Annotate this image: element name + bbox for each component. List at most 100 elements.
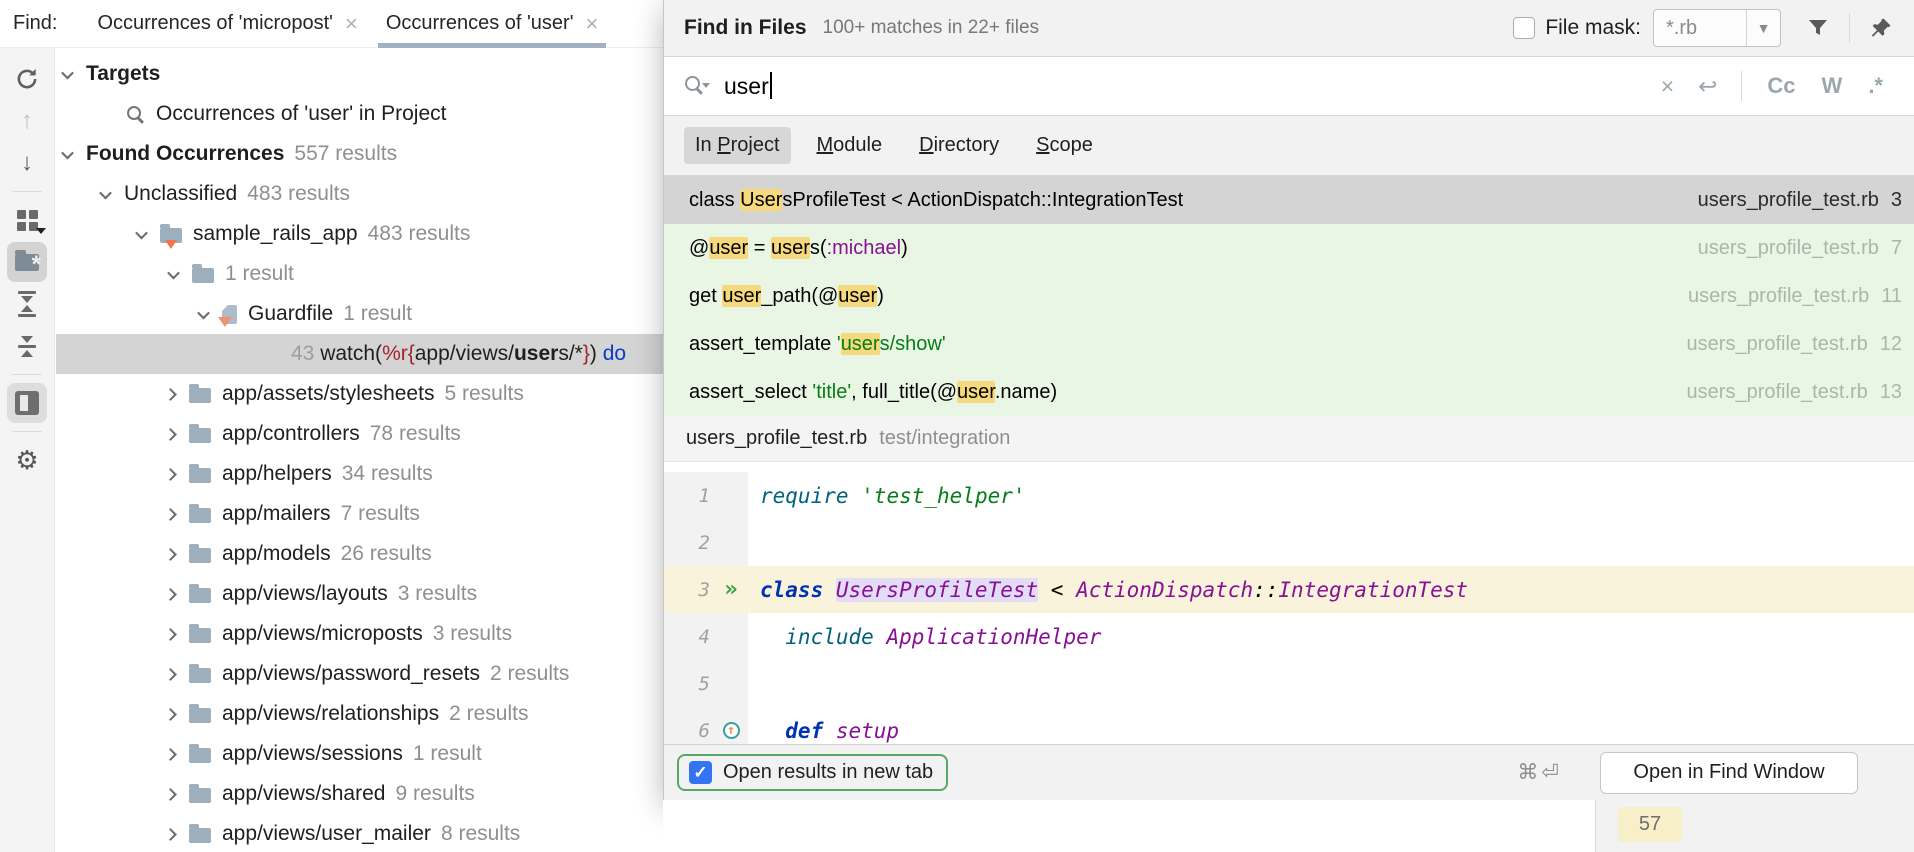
tab-occurrences-micropost[interactable]: Occurrences of 'micropost' ×: [83, 0, 371, 48]
scope-tab-module[interactable]: Module: [806, 127, 894, 164]
preview-line[interactable]: 4 include ApplicationHelper: [664, 613, 1914, 660]
navigate-down-icon[interactable]: ↓: [21, 149, 33, 176]
pin-icon[interactable]: [1862, 16, 1900, 40]
expand-all-icon[interactable]: [7, 284, 47, 324]
chevron-down-icon[interactable]: [61, 66, 74, 79]
open-results-checkbox[interactable]: ✓: [689, 761, 712, 784]
gutter-marker: ↑: [714, 707, 748, 744]
scope-mnemonic: M: [816, 134, 834, 156]
scope-tab-in-project[interactable]: In Project: [684, 127, 791, 164]
tree-row[interactable]: 1 result: [56, 254, 663, 294]
editor-line-number: 57: [1618, 807, 1682, 842]
search-result-row[interactable]: assert_select 'title', full_title(@user.…: [664, 368, 1914, 416]
preview-line[interactable]: 2: [664, 519, 1914, 566]
chevron-right-icon[interactable]: [164, 427, 177, 441]
search-icon[interactable]: [684, 74, 710, 98]
search-result-row[interactable]: @user = users(:michael)users_profile_tes…: [664, 224, 1914, 272]
chevron-right-icon[interactable]: [164, 747, 177, 761]
code-segment: do: [596, 342, 627, 365]
match-case-toggle[interactable]: Cc: [1767, 73, 1796, 98]
background-editor-gutter: 57: [1595, 800, 1914, 852]
code-segment: app/views/: [414, 342, 514, 365]
code-segment: <: [1038, 577, 1077, 602]
tree-row[interactable]: Targets: [56, 54, 663, 94]
chevron-down-icon[interactable]: [61, 146, 74, 159]
chevron-down-icon[interactable]: ▼: [1746, 10, 1780, 46]
file-mask-checkbox[interactable]: [1513, 17, 1536, 39]
tab-occurrences-user[interactable]: Occurrences of 'user' ×: [372, 0, 613, 48]
chevron-right-icon[interactable]: [164, 827, 177, 841]
chevron-right-icon[interactable]: [164, 787, 177, 801]
scope-tab-directory[interactable]: Directory: [908, 127, 1010, 164]
search-history-icon[interactable]: ↩: [1698, 72, 1718, 99]
search-input[interactable]: user: [724, 72, 1649, 100]
file-mask-label: File mask:: [1545, 16, 1641, 39]
open-results-option[interactable]: ✓ Open results in new tab: [677, 754, 949, 791]
chevron-right-icon[interactable]: [164, 507, 177, 521]
open-in-find-window-button[interactable]: Open in Find Window: [1600, 751, 1858, 794]
override-marker-icon[interactable]: ↑: [722, 722, 740, 739]
tree-item-label: app/views/shared: [222, 782, 386, 805]
chevron-right-icon[interactable]: [164, 467, 177, 481]
chevron-right-icon[interactable]: [164, 707, 177, 721]
tab-label: Occurrences of 'micropost': [97, 12, 333, 34]
search-result-row[interactable]: assert_template 'users/show'users_profil…: [664, 320, 1914, 368]
chevron-right-icon[interactable]: [164, 587, 177, 601]
regex-toggle[interactable]: .*: [1868, 73, 1883, 98]
filter-icon[interactable]: [1799, 16, 1837, 40]
refresh-icon[interactable]: [7, 59, 47, 99]
divider: [1849, 13, 1850, 43]
chevron-down-icon[interactable]: [197, 306, 210, 319]
chevron-down-icon[interactable]: [167, 266, 180, 279]
preview-line[interactable]: 6↑ def setup: [664, 707, 1914, 744]
settings-gear-icon[interactable]: ⚙: [15, 444, 39, 475]
code-segment: user: [513, 342, 559, 365]
group-by-icon[interactable]: [7, 200, 47, 240]
preview-toggle-icon[interactable]: [7, 383, 47, 423]
shortcut-hint: ⌘⏎: [1517, 761, 1562, 784]
find-in-files-dialog: Find in Files 100+ matches in 22+ files …: [663, 0, 1914, 800]
collapse-all-icon[interactable]: [7, 326, 47, 366]
result-filename: users_profile_test.rb: [1688, 284, 1870, 307]
preview-line[interactable]: 3»class UsersProfileTest < ActionDispatc…: [664, 566, 1914, 613]
chevron-down-icon[interactable]: [135, 226, 148, 239]
group-by-directory-icon[interactable]: [7, 242, 47, 282]
preview-line[interactable]: 5: [664, 660, 1914, 707]
clear-search-icon[interactable]: ×: [1660, 72, 1675, 99]
chevron-right-icon[interactable]: [164, 627, 177, 641]
search-result-row[interactable]: get user_path(@user)users_profile_test.r…: [664, 272, 1914, 320]
scope-label-post: cope: [1049, 134, 1093, 156]
whole-words-toggle[interactable]: W: [1821, 73, 1843, 98]
navigate-up-icon[interactable]: ↑: [21, 107, 33, 134]
close-icon[interactable]: ×: [585, 10, 599, 36]
chevron-right-icon[interactable]: [164, 547, 177, 561]
chevron-right-icon[interactable]: [164, 667, 177, 681]
scope-tab-scope[interactable]: Scope: [1025, 127, 1104, 164]
tree-row[interactable]: Occurrences of 'user' in Project: [56, 94, 663, 134]
search-result-row[interactable]: class UsersProfileTest < ActionDispatch:…: [664, 176, 1914, 224]
close-icon[interactable]: ×: [344, 10, 358, 36]
run-marker-icon[interactable]: »: [724, 577, 738, 602]
tree-row[interactable]: 43 watch(%r{app/views/users/*}) do: [56, 334, 663, 374]
file-mask-combo[interactable]: *.rb ▼: [1653, 9, 1781, 47]
chevron-right-icon[interactable]: [164, 387, 177, 401]
chevron-down-icon[interactable]: [99, 186, 112, 199]
scope-tabs: In Project Module Directory Scope: [664, 116, 1914, 176]
